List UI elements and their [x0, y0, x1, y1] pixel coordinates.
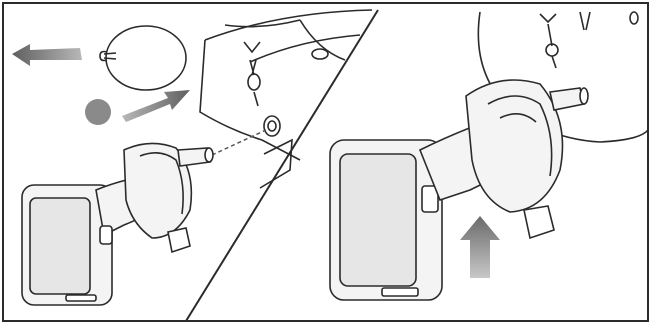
gray-dot-icon	[85, 99, 111, 125]
